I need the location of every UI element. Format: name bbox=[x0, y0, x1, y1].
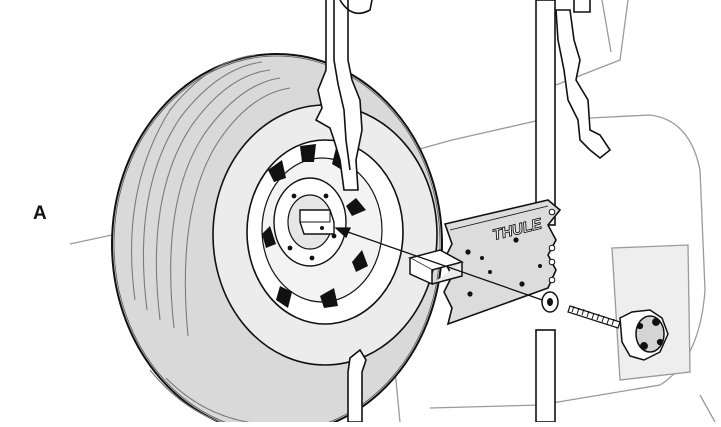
carrier-mast bbox=[535, 0, 612, 423]
bracket-tube bbox=[407, 249, 465, 286]
lower-strap bbox=[347, 348, 367, 423]
carrier-bracket-icon: THULE bbox=[443, 199, 562, 326]
knob-icon bbox=[619, 309, 669, 361]
step-label: A bbox=[33, 203, 47, 224]
spare-tire-icon bbox=[111, 53, 443, 427]
washer-icon bbox=[541, 291, 559, 313]
tire-hold-arm bbox=[314, 0, 373, 191]
bolt-icon bbox=[567, 305, 621, 329]
arrow-icon bbox=[334, 227, 549, 303]
